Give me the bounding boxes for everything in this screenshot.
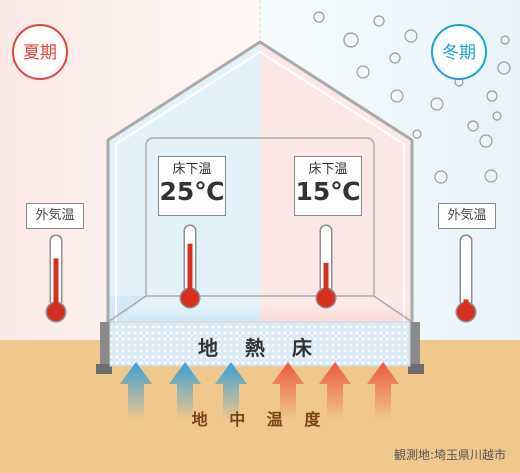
house-outline [106,40,414,330]
thermometer-liquid [53,258,59,308]
arrow-up-icon [319,362,351,420]
foundation-post-right [410,322,420,364]
observation-location: 観測地:埼玉県川越市 [393,448,506,462]
arrow-up-icon [169,362,201,420]
underfloor-temp-label: 床下温 [308,162,348,177]
underfloor-temp-value: 15℃ [295,177,361,206]
thermometer-outside-winter-icon [455,234,477,323]
thermometer-liquid [463,299,469,308]
ground-temp-label: 地 中 温 度 [191,410,329,429]
thermal-floor-slab [109,321,411,367]
room-outline [145,137,375,296]
summer-badge: 夏期 [12,24,68,80]
winter-badge: 冬期 [431,24,487,80]
underfloor-temp-label: 床下温 [172,162,212,177]
outside-temp-label-summer: 外気温 [26,203,84,229]
arrow-up-icon [215,362,247,420]
underfloor-temp-box-summer: 床下温 25℃ [158,156,226,216]
house-inner-outline [115,51,405,330]
outside-temp-label-winter: 外気温 [438,203,496,229]
arrow-up-icon [367,362,399,420]
thermometer-underfloor-summer-icon [179,224,201,309]
underfloor-temp-value: 25℃ [159,177,225,206]
thermal-floor-label: 地 熱 床 [198,336,322,360]
thermometer-liquid [323,262,329,294]
arrow-up-icon [120,362,152,420]
arrow-up-icon [272,362,304,420]
underfloor-temp-box-winter: 床下温 15℃ [294,156,362,216]
thermometer-underfloor-winter-icon [315,224,337,309]
foundation-post-left [100,322,110,364]
snow-bubbles [313,11,511,184]
thermometer-outside-summer-icon [45,234,67,323]
cool-arrows [120,362,247,420]
thermometer-liquid [187,243,193,294]
warm-arrows [272,362,399,420]
